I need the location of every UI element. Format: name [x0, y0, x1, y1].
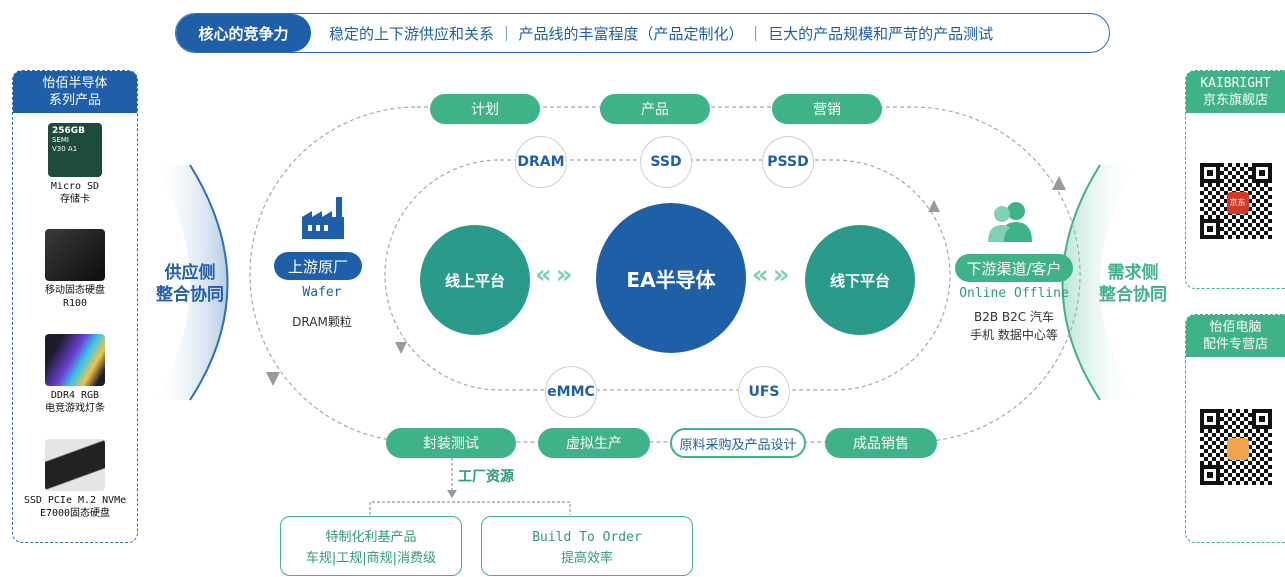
node-dram: DRAM	[515, 136, 567, 188]
jd-store-panel: KAIBRIGHT 京东旗舰店 京东	[1185, 70, 1285, 289]
product-series-title: 怡佰半导体 系列产品	[13, 71, 137, 113]
upstream-dram: DRAM颗粒	[292, 315, 352, 329]
supply-arc	[155, 165, 228, 400]
supply-side-label: 供应侧 整合协同	[156, 263, 224, 305]
product-ddr4-rgb: DDR4 RGB 电竞游戏灯条	[13, 334, 137, 415]
downstream-label: 下游渠道/客户	[955, 254, 1073, 282]
niche-products-box: 特制化利基产品 车规|工规|商规|消费级	[280, 516, 462, 576]
inner-loop	[384, 159, 951, 391]
node-emmc: eMMC	[545, 366, 597, 418]
microsd-card-image: 256GB SEMI V30 A1	[48, 123, 102, 177]
product-portable-ssd: 移动固态硬盘 R100	[13, 229, 137, 310]
pill-marketing: 营销	[772, 94, 882, 124]
factory-resources-label: 工厂资源	[458, 469, 514, 485]
downstream-segments: 手机 数据中心等	[970, 328, 1058, 342]
upstream-wafer: Wafer	[302, 285, 342, 300]
factory-icon	[300, 195, 346, 241]
pill-virtual-production: 虚拟生产	[538, 428, 650, 458]
product-series-panel: 怡佰半导体 系列产品 256GB SEMI V30 A1 Micro SD 存储…	[12, 70, 138, 543]
downstream-b2b: B2B B2C 汽车	[974, 310, 1054, 324]
users-icon	[988, 200, 1034, 244]
jd-logo: 京东	[1226, 192, 1249, 214]
nvme-ssd-image	[45, 439, 105, 491]
ddr4-rgb-image	[45, 334, 105, 386]
pill-procurement-design: 原料采购及产品设计	[670, 428, 806, 458]
store-logo-icon	[1226, 438, 1249, 460]
banner-tag: 核心的竞争力	[176, 14, 311, 52]
accessory-store-qr-code[interactable]	[1197, 407, 1274, 487]
offline-platform-circle: 线下平台	[805, 225, 915, 335]
online-platform-circle: 线上平台	[420, 225, 530, 335]
pill-packaging-test: 封装测试	[386, 428, 516, 458]
node-ufs: UFS	[738, 366, 790, 418]
pill-product: 产品	[600, 94, 710, 124]
left-chevrons-icon: «»	[535, 260, 577, 290]
pill-plan: 计划	[430, 94, 540, 124]
demand-side-label: 需求侧 整合协同	[1099, 263, 1167, 305]
loop-arrow	[928, 200, 940, 212]
right-chevrons-icon: «»	[752, 260, 794, 290]
competitiveness-banner: 核心的竞争力 稳定的上下游供应和关系 ｜ 产品线的丰富程度（产品定制化） ｜ 巨…	[175, 13, 1110, 53]
build-to-order-box: Build To Order 提高效率	[481, 516, 693, 576]
banner-text: 稳定的上下游供应和关系 ｜ 产品线的丰富程度（产品定制化） ｜ 巨大的产品规模和…	[329, 24, 994, 43]
product-microsd: 256GB SEMI V30 A1 Micro SD 存储卡	[13, 123, 137, 206]
jd-store-qr-code[interactable]: 京东	[1197, 161, 1274, 241]
jd-store-title: KAIBRIGHT 京东旗舰店	[1186, 71, 1285, 113]
loop-arrow	[1052, 176, 1066, 190]
pill-product-sales: 成品销售	[825, 428, 937, 458]
loop-arrow	[266, 372, 280, 386]
accessory-store-panel: 怡佰电脑 配件专营店	[1185, 314, 1285, 543]
node-ssd: SSD	[640, 136, 692, 188]
upstream-label: 上游原厂	[274, 252, 362, 280]
portable-ssd-image	[45, 229, 105, 281]
demand-arc	[1062, 165, 1135, 400]
loop-arrow	[395, 342, 407, 354]
downstream-online-offline: Online Offline	[959, 286, 1069, 301]
ea-semiconductor-circle: EA半导体	[596, 203, 746, 353]
node-pssd: PSSD	[762, 136, 814, 188]
accessory-store-title: 怡佰电脑 配件专营店	[1186, 315, 1285, 357]
product-nvme-ssd: SSD PCIe M.2 NVMe E7000固态硬盘	[13, 439, 137, 520]
